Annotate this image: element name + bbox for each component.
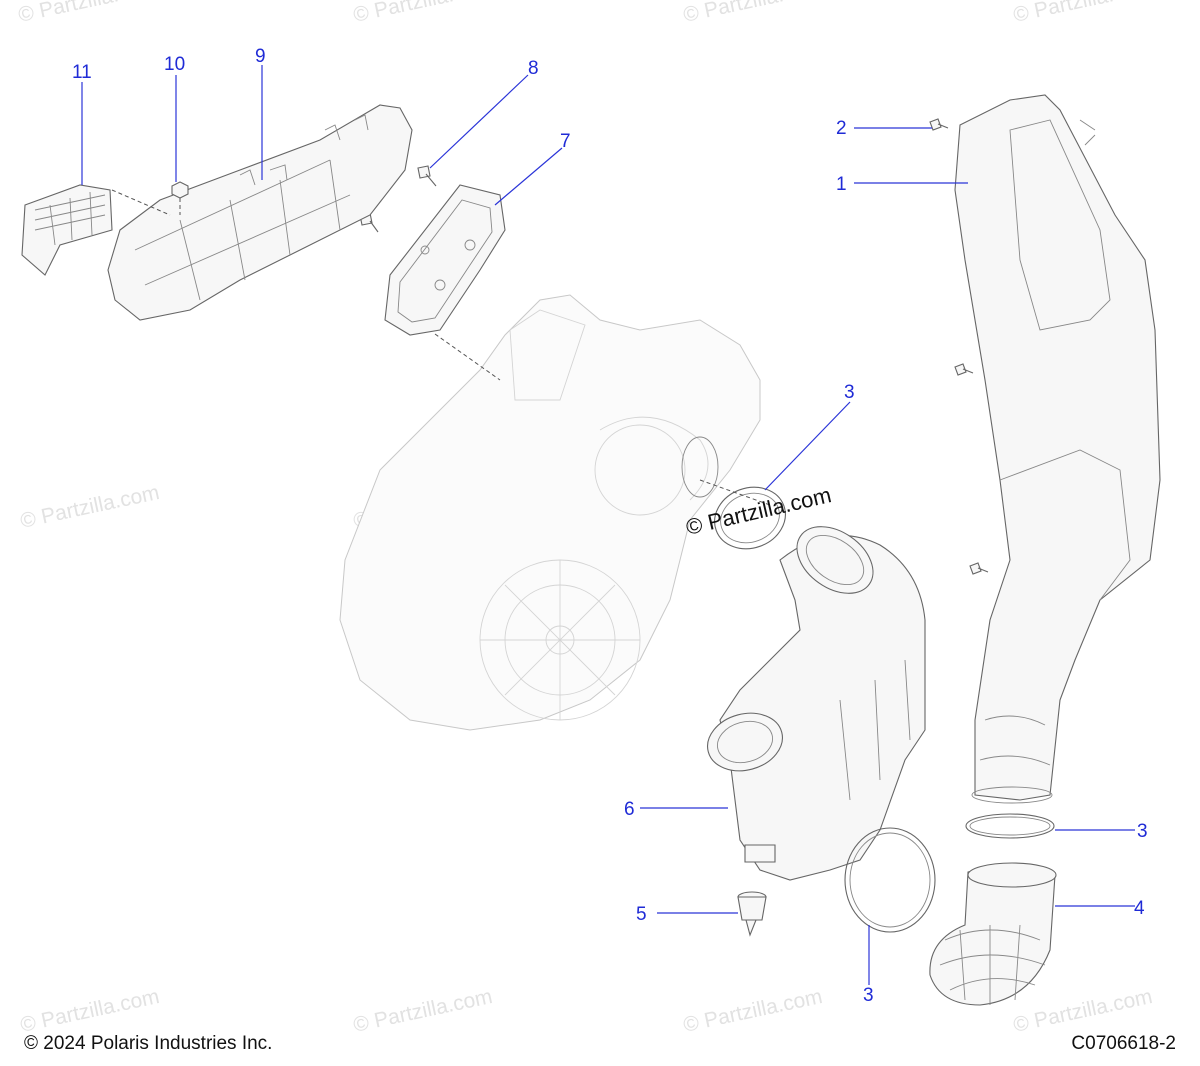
- watermark: © Partzilla.com: [681, 0, 824, 27]
- inlet-screen-illustration: [21, 184, 113, 276]
- intake-housing-illustration: [107, 104, 413, 321]
- callout-labels: 11 10 9 8 7 2 1 3 3 3 3 4 5 6: [72, 46, 1148, 1006]
- watermark: © Partzilla.com: [18, 481, 161, 533]
- drain-valve-illustration: [737, 891, 767, 937]
- diagram-code: C0706618-2: [1071, 1033, 1176, 1054]
- callout-number: 5: [636, 904, 647, 925]
- callout-number: 3: [844, 382, 855, 403]
- clamp-illustration: [714, 486, 1055, 933]
- callout-number: 7: [560, 131, 571, 152]
- watermark: © Partzilla.com: [351, 985, 494, 1037]
- callout-number: 4: [1134, 898, 1145, 919]
- callout-number: 6: [624, 799, 635, 820]
- callout-number: 3: [1137, 821, 1148, 842]
- screw-illustration: [929, 118, 989, 575]
- callout-number: 11: [72, 62, 92, 83]
- callout-leaders: [81, 65, 1135, 985]
- watermark: © Partzilla.com: [18, 985, 161, 1037]
- watermark: © Partzilla.com: [1011, 985, 1154, 1037]
- nut-illustration: [171, 181, 189, 199]
- copyright-text: © 2024 Polaris Industries Inc.: [24, 1033, 272, 1054]
- intake-tube-illustration: [707, 526, 926, 881]
- cvt-housing-illustration: [339, 294, 761, 731]
- watermark: © Partzilla.com: [681, 985, 824, 1037]
- bracket-illustration: [384, 184, 506, 336]
- assembly-lines: [111, 189, 771, 506]
- watermark: © Partzilla.com: [16, 0, 159, 27]
- callout-number: 1: [836, 174, 847, 195]
- air-duct-illustration: [954, 94, 1161, 804]
- callout-number: 10: [164, 54, 185, 75]
- callout-number: 2: [836, 118, 847, 139]
- callout-number: 9: [255, 46, 266, 67]
- callout-number: 8: [528, 58, 539, 79]
- watermark: © Partzilla.com: [1011, 0, 1154, 27]
- callout-number: 3: [863, 985, 874, 1006]
- watermark: © Partzilla.com: [351, 0, 494, 27]
- screened-inlet-illustration: [929, 862, 1057, 1006]
